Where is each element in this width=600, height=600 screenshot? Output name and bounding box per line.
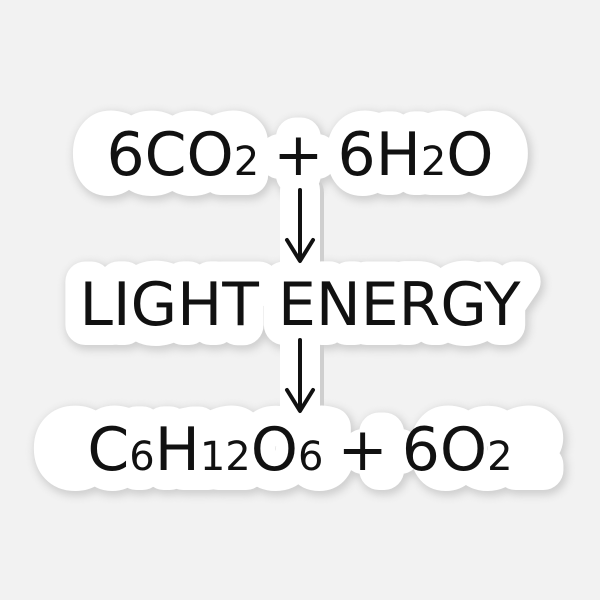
co2-subscript: 2 [234, 139, 259, 185]
reactants-line: 6CO2+6H2O [106, 120, 493, 190]
glucose-oxygen: O [251, 415, 298, 485]
products-plus: + [337, 415, 387, 485]
h2o-subscript: 2 [421, 139, 446, 185]
glucose-oxygen-subscript: 6 [298, 434, 323, 480]
glucose-hydrogen: H [155, 415, 200, 485]
products-line: C6H12O6+6O2 [87, 415, 512, 485]
o2-coefficient: 6 [402, 415, 440, 485]
h2o-oxygen: O [446, 120, 493, 190]
h2o-hydrogen: H [376, 120, 421, 190]
glucose-hydrogen-subscript: 12 [200, 434, 251, 480]
reactants-plus: + [273, 120, 323, 190]
o2-oxygen: O [440, 415, 487, 485]
glucose-carbon: C [87, 415, 129, 485]
glucose-carbon-subscript: 6 [129, 434, 154, 480]
co2-coefficient: 6 [106, 120, 144, 190]
co2-formula: CO [145, 120, 234, 190]
down-arrow-icon [285, 188, 315, 263]
h2o-coefficient: 6 [338, 120, 376, 190]
o2-subscript: 2 [487, 434, 512, 480]
energy-label: LIGHT ENERGY [79, 270, 520, 340]
down-arrow-icon [285, 338, 315, 413]
